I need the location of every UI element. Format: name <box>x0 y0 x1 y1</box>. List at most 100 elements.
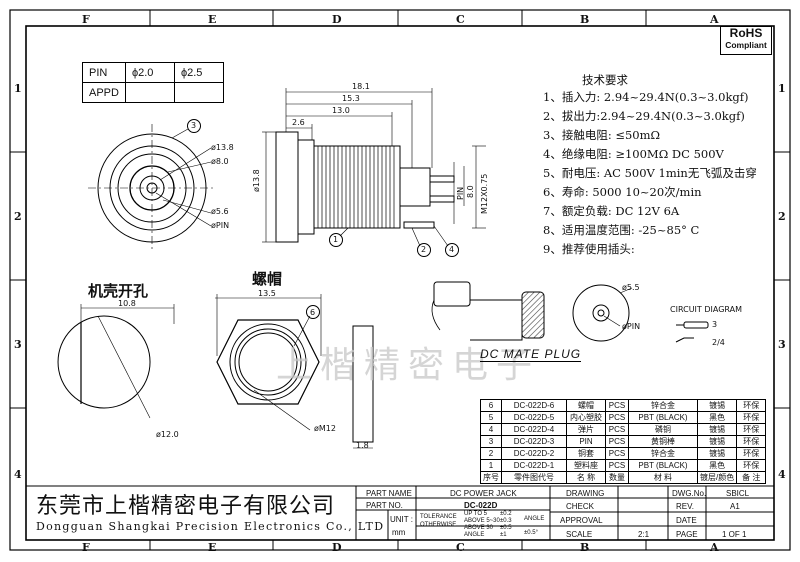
requirement-item: 8、适用温度范围: -25~85° C <box>543 223 700 237</box>
bom-cell: 4 <box>480 423 502 436</box>
nut-title: 螺帽 <box>252 270 283 288</box>
bom-cell: 黑色 <box>696 411 738 424</box>
bom-cell: 黑色 <box>696 459 738 472</box>
zone-col-e: E <box>208 13 217 26</box>
angle-value: ±0.5° <box>524 530 539 536</box>
side-view <box>262 88 486 257</box>
bom-cell: 2 <box>480 447 502 460</box>
bom-cell: DC-022D-2 <box>501 447 567 460</box>
zone-col-e-bottom: E <box>208 541 217 554</box>
side-dim-2-6: 2.6 <box>292 118 305 127</box>
side-dim-thread: M12X0.75 <box>480 173 489 214</box>
bom-cell: 环保 <box>736 411 767 424</box>
angle-row-value: ±1 <box>500 532 507 538</box>
bom-cell: 锌合金 <box>628 447 698 460</box>
zone-col-b: B <box>580 13 590 26</box>
zone-row-3-right: 3 <box>778 338 786 351</box>
zone-row-3: 3 <box>14 338 22 351</box>
pin-size-1: ϕ2.0 <box>124 62 175 83</box>
bom-cell: 锌合金 <box>628 399 698 412</box>
zone-ticks <box>10 10 790 550</box>
front-balloon-3: 3 <box>191 121 197 130</box>
side-balloon-4: 4 <box>449 245 455 254</box>
bom-header-cell: 数量 <box>605 471 629 484</box>
side-dim-13-8: ø13.8 <box>252 169 261 192</box>
bom-cell: PBT (BLACK) <box>628 411 698 424</box>
zone-col-c-bottom: C <box>456 541 465 554</box>
bom-cell: 镀锡 <box>696 399 738 412</box>
bom-row: 6 DC-022D-6 螺帽 PCS 锌合金 镀锡 环保 <box>480 399 767 412</box>
bom-cell: PCS <box>605 459 629 472</box>
zone-row-2-right: 2 <box>778 210 786 223</box>
scale-value: 2:1 <box>638 530 650 539</box>
unit-label: UNIT : <box>390 515 413 524</box>
bom-cell: DC-022D-3 <box>501 435 567 448</box>
tol-range-1: UP TO 5 <box>464 511 488 517</box>
dwg-no-label: DWG.No. <box>672 489 707 498</box>
otherwise-label: OTHERWISE <box>420 522 457 528</box>
nut-thickness: 1.8 <box>356 441 369 450</box>
side-dim-15-3: 15.3 <box>342 94 360 103</box>
zone-col-c: C <box>456 13 465 26</box>
bom-cell: PIN <box>566 435 606 448</box>
scale-label: SCALE <box>566 530 593 539</box>
requirement-item: 3、接触电阻: ≤50mΩ <box>543 128 661 142</box>
tol-range-3: ABOVE 30 <box>464 525 494 531</box>
bom-row: 1 DC-022D-1 塑料座 PCS PBT (BLACK) 黑色 环保 <box>480 459 767 472</box>
bom-header-cell: 材 料 <box>628 471 698 484</box>
bom-table: 6 DC-022D-6 螺帽 PCS 锌合金 镀锡 环保 5 DC-022D-5… <box>480 399 767 484</box>
company-name-en: Dongguan Shangkai Precision Electronics … <box>36 520 385 533</box>
bom-cell: 镀锡 <box>696 447 738 460</box>
nut-balloon-6: 6 <box>310 308 316 317</box>
zone-col-a: A <box>710 13 719 26</box>
pin-table: PIN ϕ2.0 ϕ2.5 APPD <box>82 62 224 103</box>
bom-cell: 环保 <box>736 423 767 436</box>
bom-cell: 5 <box>480 411 502 424</box>
bom-cell: PCS <box>605 435 629 448</box>
drawing-label: DRAWING <box>566 489 605 498</box>
bom-header-cell: 序号 <box>480 471 502 484</box>
bom-row: 2 DC-022D-2 铜套 PCS 锌合金 镀锡 环保 <box>480 447 767 460</box>
bom-cell: PCS <box>605 423 629 436</box>
bom-row: 4 DC-022D-4 弹片 PCS 磷铜 镀锡 环保 <box>480 423 767 436</box>
side-balloon-2: 2 <box>421 245 427 254</box>
bom-cell: 磷铜 <box>628 423 698 436</box>
front-view <box>88 119 216 252</box>
bom-cell: 环保 <box>736 447 767 460</box>
tol-range-2: ABOVE 5~30 <box>464 518 500 524</box>
tolerance-label: TOLERANCE <box>420 514 457 520</box>
appd-header: APPD <box>82 82 126 103</box>
bom-cell: 1 <box>480 459 502 472</box>
bom-header-row: 序号 零件图代号 名 称 数量 材 料 镀层/颜色 备 注 <box>480 471 767 484</box>
rohs-label: RoHS <box>729 26 763 40</box>
bom-cell: 螺帽 <box>566 399 606 412</box>
side-dim-18-1: 18.1 <box>352 82 370 91</box>
bom-cell: PCS <box>605 411 629 424</box>
tol-val-2: ±0.3 <box>500 518 512 524</box>
angle-label: ANGLE <box>524 516 545 522</box>
front-dim-pin: øPIN <box>211 221 230 230</box>
company-name-cn: 东莞市上楷精密电子有限公司 <box>36 494 336 519</box>
bom-cell: 6 <box>480 399 502 412</box>
zone-row-2: 2 <box>14 210 22 223</box>
rohs-badge: RoHS Compliant <box>720 26 772 55</box>
bom-cell: 塑料座 <box>566 459 606 472</box>
date-label: DATE <box>676 516 697 525</box>
plug-dia: ø5.5 <box>622 283 640 292</box>
side-balloon-1: 1 <box>333 235 339 244</box>
bom-row: 3 DC-022D-3 PIN PCS 黄铜棒 镀锡 环保 <box>480 435 767 448</box>
unit-value: mm <box>392 528 406 537</box>
title-block-grid <box>26 485 774 540</box>
circuit-diagram <box>675 321 709 343</box>
bom-header-cell: 备 注 <box>736 471 767 484</box>
bom-header-cell: 镀层/颜色 <box>696 471 738 484</box>
nut-width: 13.5 <box>258 289 276 298</box>
bom-cell: 镀锡 <box>696 423 738 436</box>
circuit-pin-3: 3 <box>712 320 718 329</box>
zone-col-d: D <box>332 13 342 26</box>
page-label: PAGE <box>676 530 698 539</box>
front-dim-5-6: ø5.6 <box>211 207 229 216</box>
zone-col-d-bottom: D <box>332 541 342 554</box>
requirement-item: 1、插入力: 2.94~29.4N(0.3~3.0kgf) <box>543 90 749 104</box>
